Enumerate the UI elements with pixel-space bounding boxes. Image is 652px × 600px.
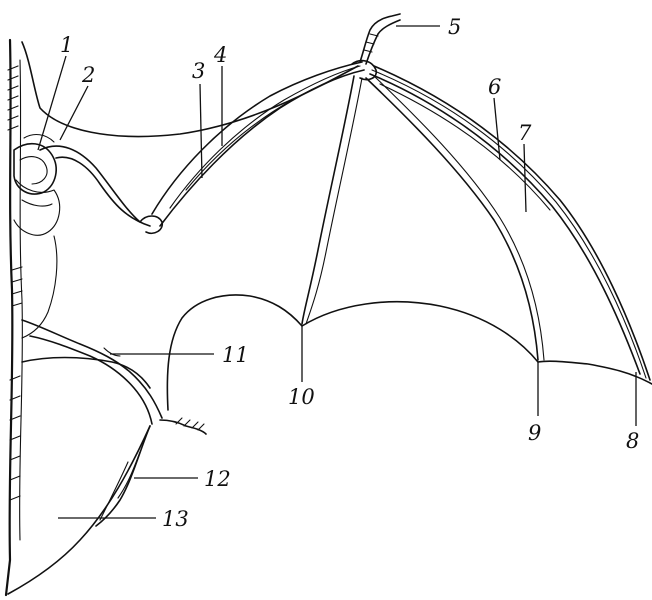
label-12: 12: [204, 467, 231, 491]
label-1: 1: [60, 33, 73, 57]
label-7: 7: [518, 121, 532, 145]
plagiopatagium-inner: [21, 235, 58, 339]
label-10: 10: [288, 385, 315, 409]
label-8: 8: [626, 429, 639, 453]
finger-digit-inner: [301, 75, 363, 325]
shoulder-joint: [13, 133, 61, 236]
label-3: 3: [192, 59, 205, 83]
leader-2: [59, 85, 89, 141]
propatagium-membrane: [21, 41, 359, 138]
leader-6: [493, 97, 501, 161]
label-6: 6: [488, 75, 501, 99]
label-9: 9: [528, 421, 541, 445]
label-11: 11: [222, 343, 249, 367]
wing-trailing-edge: [166, 294, 652, 411]
label-2: 2: [81, 63, 95, 87]
leader-7: [523, 143, 527, 213]
leader-3: [199, 83, 203, 179]
hind-limb: [21, 319, 207, 527]
label-4: 4: [213, 43, 227, 67]
finger-digits-leading: [369, 65, 651, 381]
number-labels: 1 2 3 4 5 6 7 8 9 10 11 12 13: [60, 15, 639, 531]
thumb-pollex: [359, 13, 401, 65]
arm-bones: [39, 61, 365, 235]
body-outline: [4, 38, 23, 597]
uropatagium-membrane: [7, 356, 151, 595]
leader-lines: [37, 25, 637, 519]
leader-1: [37, 55, 67, 151]
label-5: 5: [448, 15, 461, 39]
finger-digit-middle: [365, 75, 545, 361]
label-13: 13: [162, 507, 189, 531]
